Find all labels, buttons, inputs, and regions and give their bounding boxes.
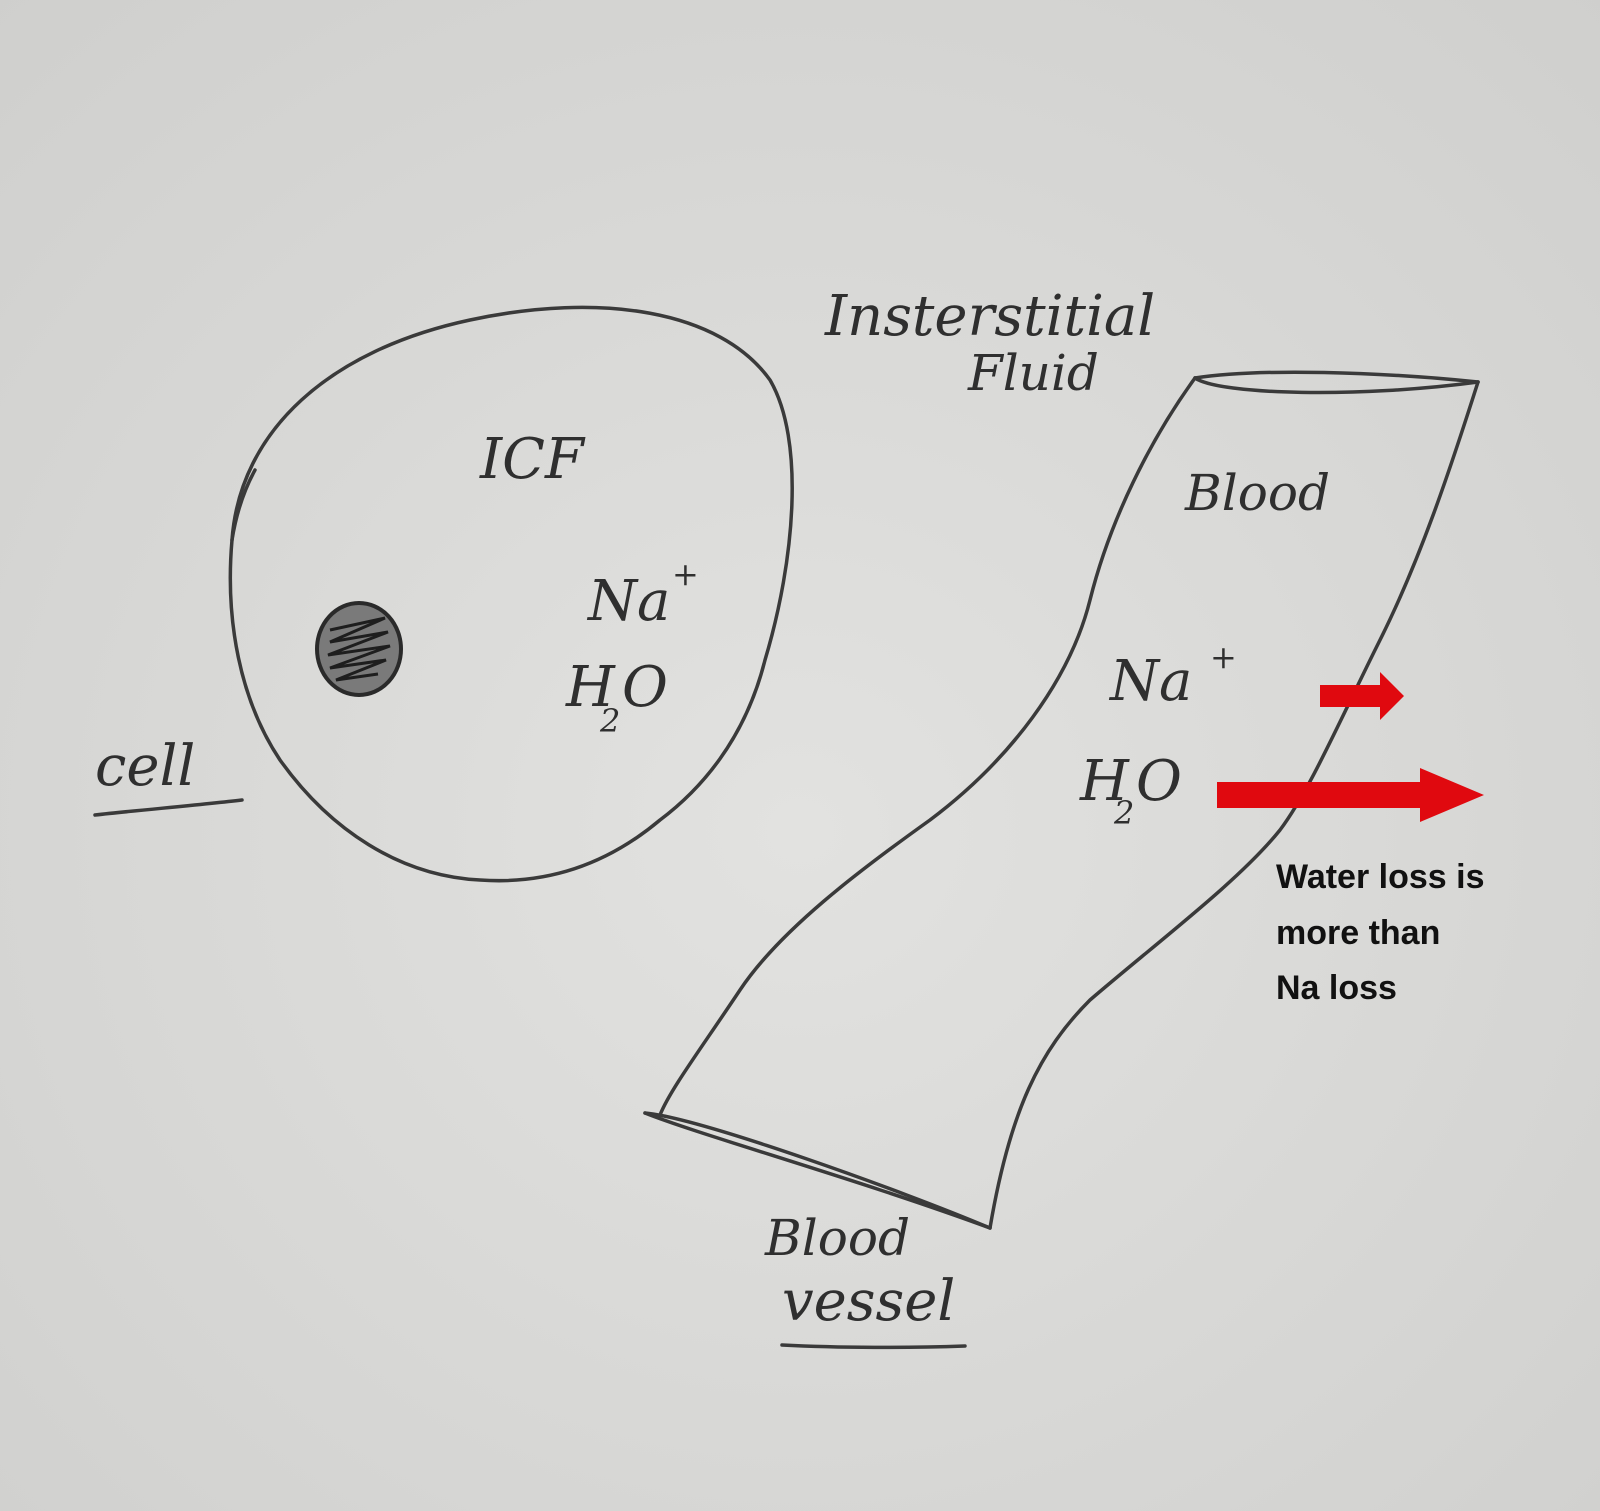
blood-label: Blood (1184, 464, 1330, 522)
svg-text:cell: cell (95, 734, 195, 799)
large-right-arrow-icon (1217, 768, 1484, 822)
svg-text:Na: Na (586, 569, 670, 634)
svg-text:Na loss: Na loss (1276, 969, 1397, 1007)
cell-outline (228, 305, 794, 883)
blood-vessel-label: Blood vessel (764, 1209, 967, 1350)
svg-text:+: + (672, 555, 699, 593)
svg-text:Fluid: Fluid (967, 344, 1099, 402)
svg-text:vessel: vessel (782, 1269, 955, 1334)
cell-outline-stroke-mark (230, 468, 257, 542)
svg-text:2: 2 (1113, 794, 1134, 832)
nucleus-icon (315, 601, 403, 697)
cell-label: cell (93, 734, 244, 817)
svg-text:O: O (622, 655, 668, 720)
svg-text:Water loss is: Water loss is (1276, 858, 1484, 896)
water-loss-note: Water loss is more than Na loss (1276, 858, 1484, 1007)
svg-text:H: H (565, 655, 616, 720)
svg-text:Insterstitial: Insterstitial (824, 284, 1155, 349)
interstitial-fluid-label: Insterstitial Fluid (824, 284, 1155, 402)
svg-text:Blood: Blood (764, 1209, 910, 1267)
svg-text:H: H (1079, 749, 1130, 814)
cell-h2o-label: H 2 O (565, 655, 668, 740)
cell-na-label: Na + (586, 555, 699, 634)
blood-vessel-shape (643, 370, 1480, 1230)
svg-text:Na: Na (1108, 649, 1192, 714)
icf-label: ICF (479, 427, 586, 492)
svg-text:more than: more than (1276, 914, 1440, 952)
svg-text:+: + (1210, 638, 1237, 676)
svg-text:2: 2 (599, 702, 620, 740)
svg-text:O: O (1136, 749, 1182, 814)
vessel-h2o-label: H 2 O (1079, 749, 1182, 832)
small-right-arrow-icon (1320, 672, 1404, 720)
vessel-na-label: Na + (1108, 638, 1237, 714)
